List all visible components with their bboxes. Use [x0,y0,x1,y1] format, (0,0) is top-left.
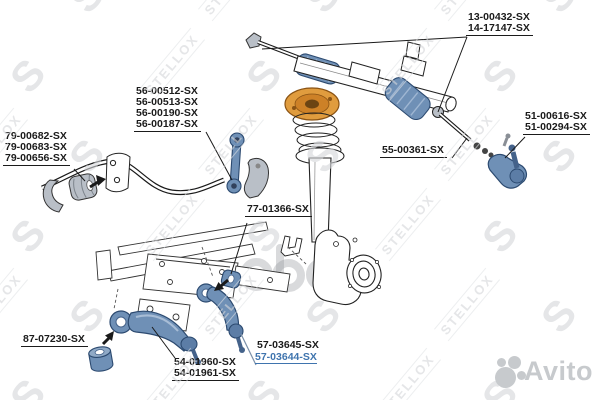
label-rear-control-arm-link[interactable]: 57-03644-SX [255,351,317,364]
front-arm-bushing-part [88,346,114,372]
steering-rack-drawing [245,32,528,189]
rack-bellows-right [384,77,431,121]
label-tie-rod-end: 51-00616-SX 51-00294-SX [523,111,590,135]
label-rear-control-arm: 57-03645-SX [257,339,319,351]
stabilizer-bar-drawing [41,132,269,213]
avito-logo-dot [495,367,516,388]
label-inner-tie-rod: 55-00361-SX [380,145,447,158]
leader-lines [73,36,526,366]
label-front-arm-bushing: 87-07230-SX [21,334,88,347]
stabilizer-bushing-part [68,173,98,201]
stabilizer-bracket [105,152,131,193]
stabilizer-side-bracket [243,157,269,199]
label-stabilizer-link: 56-00512-SX 56-00513-SX 56-00190-SX 56-0… [134,86,201,132]
tie-rod-end-part [487,133,528,189]
knuckle-hub-drawing [280,229,382,306]
label-stabilizer-bushing: 79-00682-SX 79-00683-SX 79-00656-SX [3,131,70,166]
avito-logo-dot [517,371,526,380]
label-rear-arm-bushing: 77-01366-SX [245,204,312,217]
label-front-control-arm: 54-01960-SX 54-01961-SX [172,357,239,381]
stabilizer-link-part [226,132,245,194]
strut-mount-part [284,87,340,121]
dashed-lines [113,246,307,310]
label-steering-rack: 13-00432-SX 14-17147-SX [466,12,533,36]
front-control-arm-part [109,310,201,365]
rear-control-arm-part [196,283,245,353]
strut-drawing [284,71,345,243]
pointer-arrows [89,175,229,346]
avito-logo-dot [497,358,506,367]
stabilizer-clamp [42,179,64,213]
avito-logo-dot [508,356,521,369]
avito-logo-text: Avito [524,356,593,386]
